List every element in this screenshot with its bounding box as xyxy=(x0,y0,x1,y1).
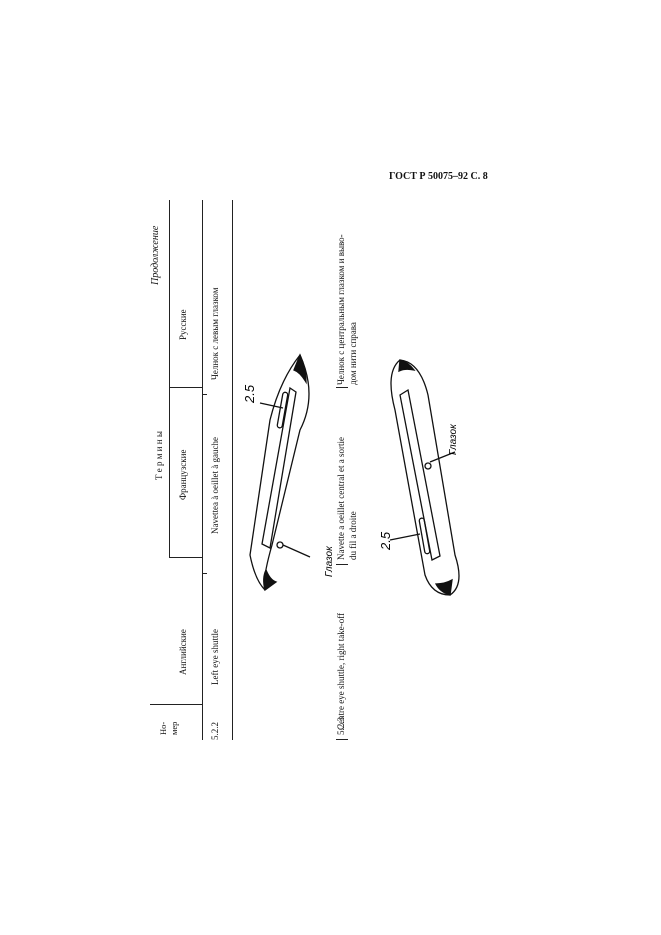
eye-label: Глазок xyxy=(324,545,335,577)
dimension-label: 2.5 xyxy=(242,384,257,404)
document-reference: ГОСТ Р 50075–92 С. 8 xyxy=(389,171,488,182)
dimension-label: 2.5 xyxy=(378,531,393,551)
eye-label: Глазок xyxy=(448,423,459,455)
left-eye-shuttle-drawing xyxy=(249,353,311,592)
centre-eye-shuttle-drawing xyxy=(389,359,460,596)
